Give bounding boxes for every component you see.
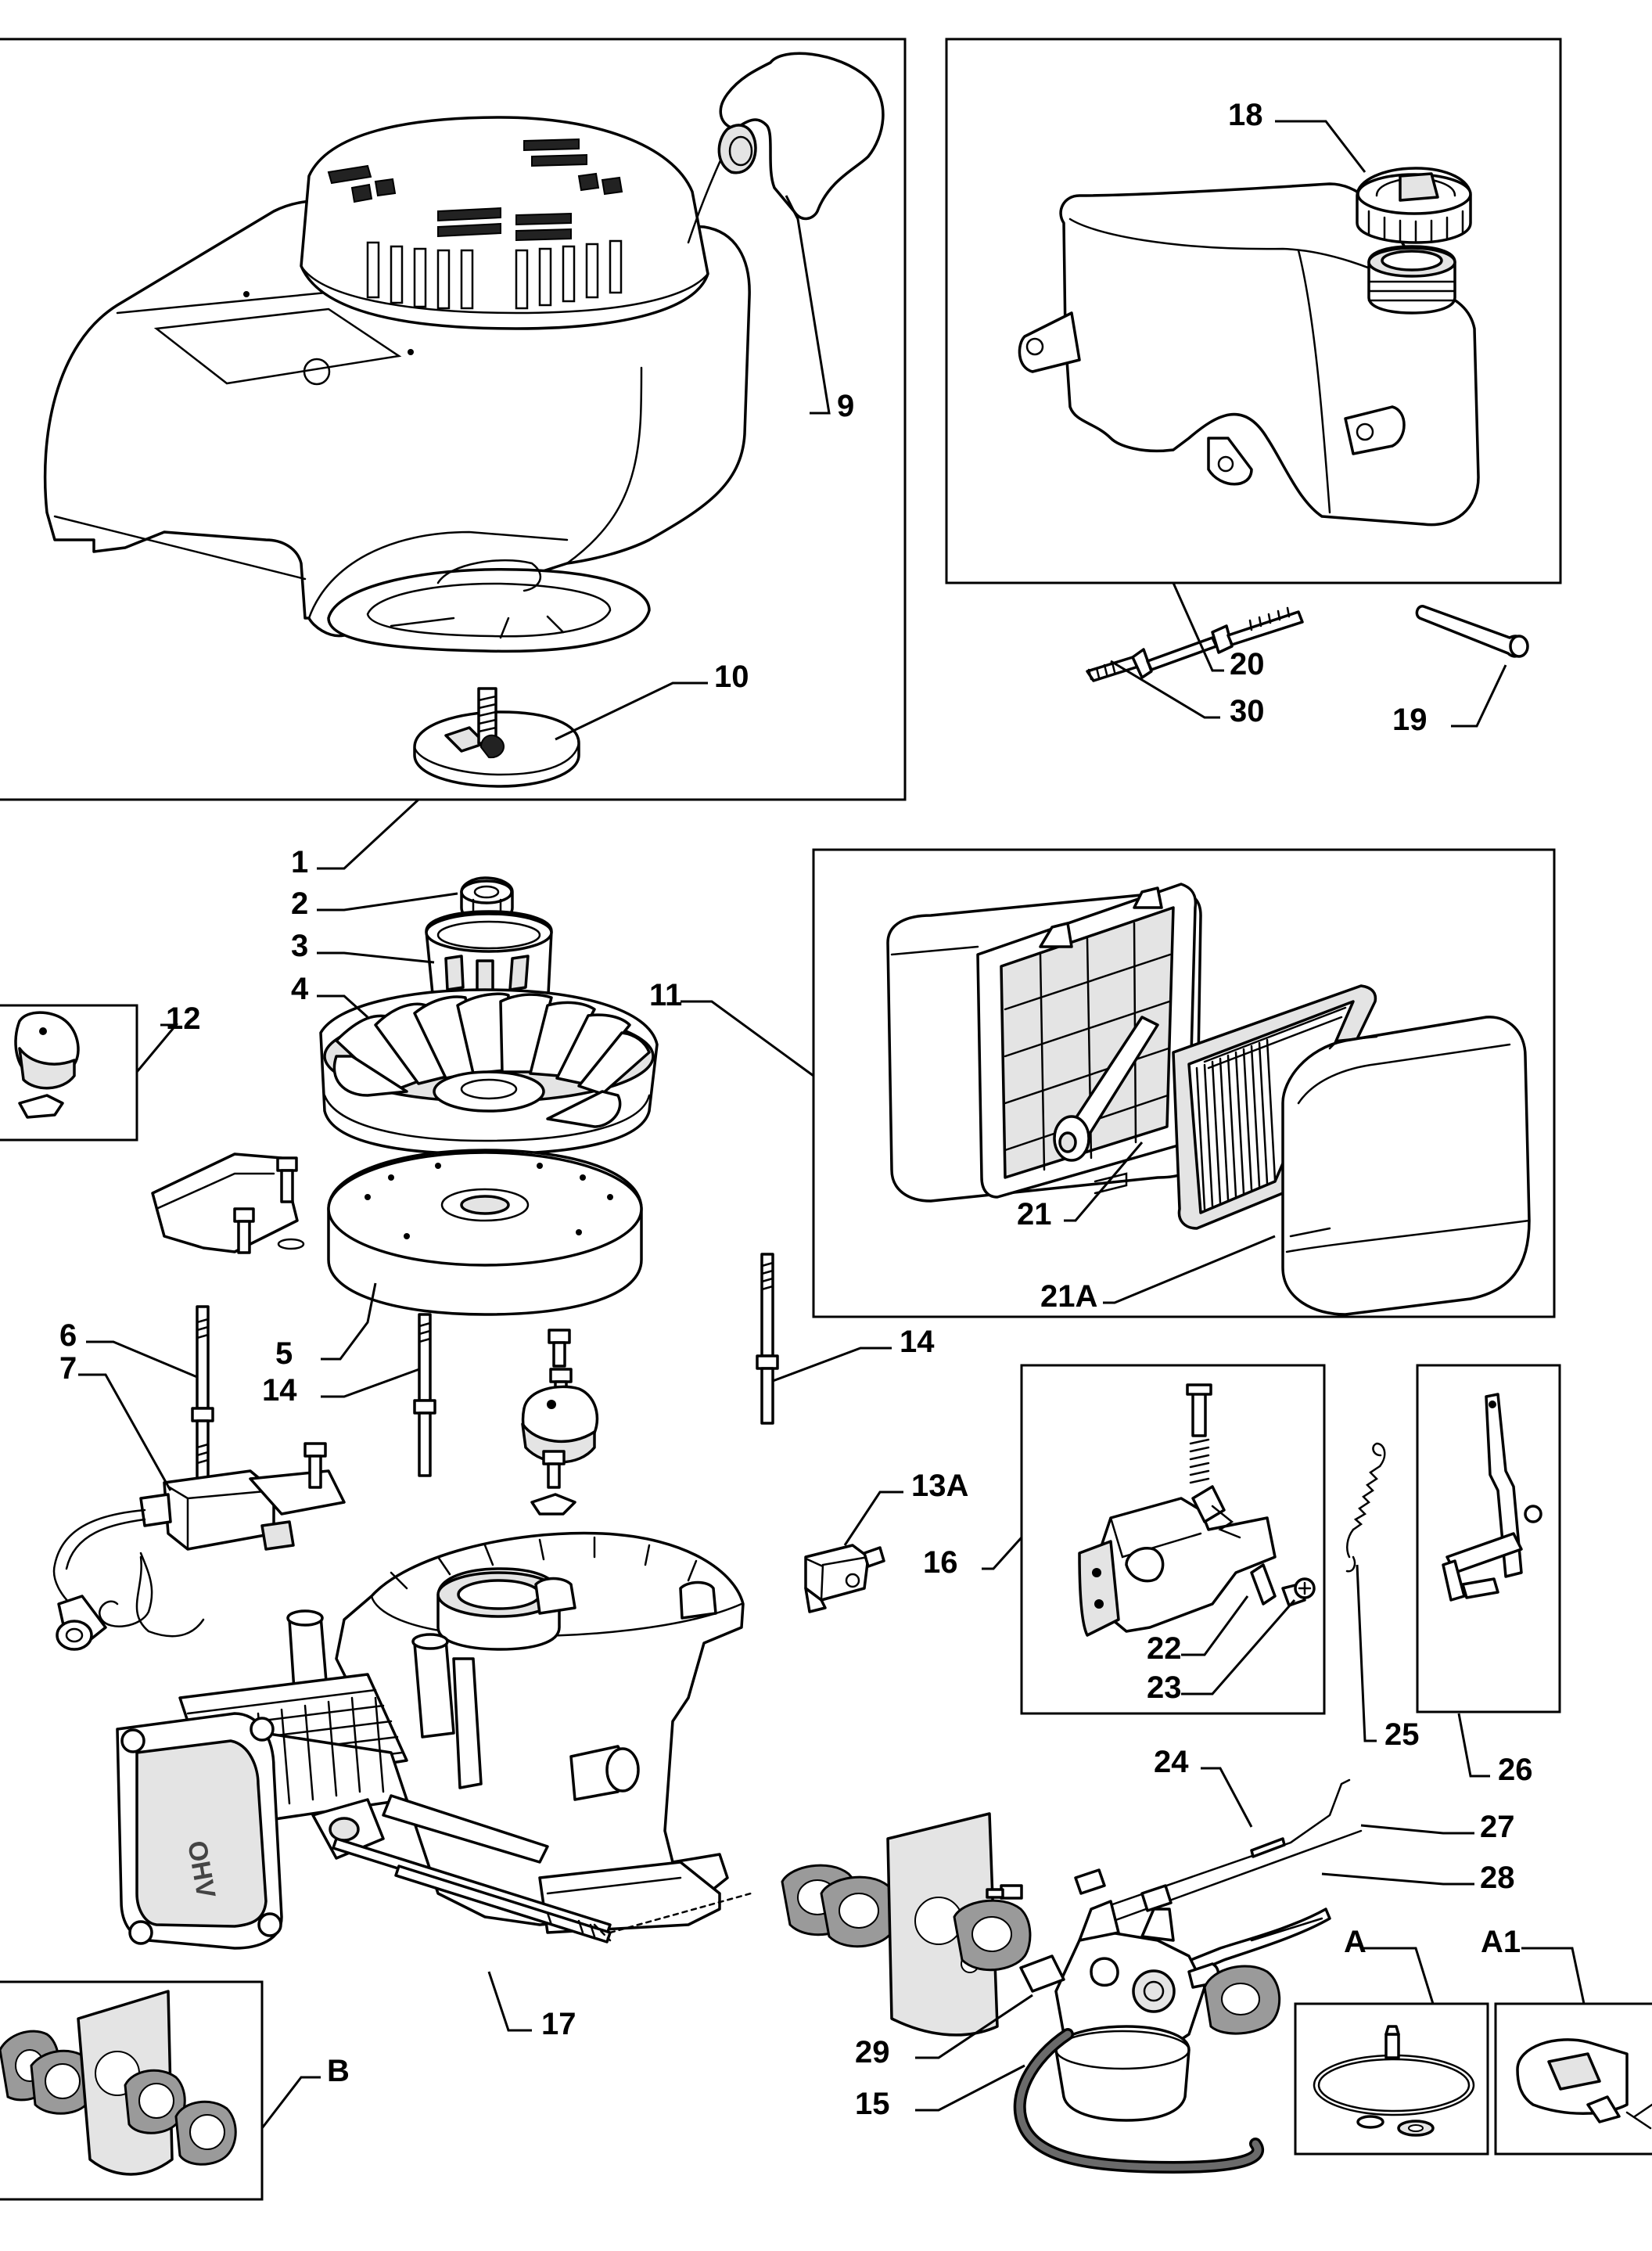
label-part-24: 24 xyxy=(1154,1745,1189,1779)
label-part-28: 28 xyxy=(1480,1861,1515,1895)
fuel-cap-part-18 xyxy=(1356,167,1472,244)
box-governor-bracket xyxy=(1020,1364,1326,1715)
brake-screw xyxy=(548,1329,571,1368)
label-part-10: 10 xyxy=(714,660,749,694)
label-part-9: 9 xyxy=(837,389,854,423)
stud-bolt-part-30 xyxy=(1086,606,1304,682)
leader-lines xyxy=(78,120,1586,2129)
box-fuel-tank xyxy=(945,38,1562,584)
label-part-11: 11 xyxy=(649,978,682,1012)
fuel-hose-part-15 xyxy=(1013,2028,1264,2174)
box-ignition-stop xyxy=(0,1004,138,1142)
kit-a1-bowl-parts xyxy=(1516,2038,1652,2130)
starter-cup-vents xyxy=(366,239,623,310)
stud-part-14-right xyxy=(756,1253,779,1425)
label-part-25: 25 xyxy=(1384,1717,1420,1752)
solenoid-part-13A xyxy=(804,1544,885,1613)
deflector-screw xyxy=(233,1207,255,1254)
pin-bolt-part-19 xyxy=(1415,605,1529,658)
deflector-screw xyxy=(276,1156,298,1203)
label-part-21A: 21A xyxy=(1040,1279,1097,1314)
group-boxes xyxy=(0,38,1652,2201)
kit-a-gasket-and-needle xyxy=(1313,2025,1475,2137)
label-kit-A: A xyxy=(1344,1925,1366,1959)
box-governor-lever xyxy=(1416,1364,1561,1713)
label-part-1: 1 xyxy=(291,845,308,879)
carburetor-part-29 xyxy=(1019,1868,1281,2122)
label-part-5: 5 xyxy=(275,1336,293,1371)
stud-part-6 xyxy=(191,1305,214,1501)
gasket-kit-b xyxy=(0,1990,237,2176)
fuel-tank-part-20 xyxy=(1018,182,1480,527)
brake-assembly xyxy=(521,1329,599,1516)
label-part-26: 26 xyxy=(1498,1753,1533,1787)
intake-gaskets xyxy=(781,1812,1032,2037)
carb-mount-screw xyxy=(986,1884,1023,1900)
label-part-4: 4 xyxy=(291,972,309,1006)
governor-bracket-part-16 xyxy=(1078,1383,1316,1637)
air-filter-housing-part-11 xyxy=(886,883,1202,1203)
label-part-14-left: 14 xyxy=(262,1373,297,1408)
box-recoil-starter xyxy=(0,38,907,801)
label-part-22: 22 xyxy=(1147,1631,1182,1666)
starter-pawl-part-10 xyxy=(413,687,580,788)
label-part-13A: 13A xyxy=(911,1469,968,1503)
part-labels: 1 2 3 4 5 6 7 9 10 11 12 13A 14 14 15 16… xyxy=(59,98,1533,2121)
label-part-16: 16 xyxy=(923,1545,958,1580)
label-part-20: 20 xyxy=(1230,647,1265,681)
blower-housing-part-9 xyxy=(43,52,885,653)
stud-part-14-left xyxy=(413,1313,436,1477)
label-part-30: 30 xyxy=(1230,694,1265,728)
label-part-23: 23 xyxy=(1147,1670,1182,1705)
fan-blades xyxy=(332,992,651,1128)
spring-part-25 xyxy=(1345,1442,1386,1573)
filter-pleats xyxy=(1195,1006,1347,1210)
long-studs-part-17 xyxy=(332,1794,752,1944)
ignition-coil-part-7 xyxy=(52,1442,346,1651)
cooling-fan-part-4 xyxy=(319,988,659,1156)
label-part-2: 2 xyxy=(291,886,308,921)
brake-screw xyxy=(542,1450,566,1489)
label-part-29: 29 xyxy=(855,2035,890,2069)
label-part-3: 3 xyxy=(291,929,308,963)
deflector-with-screws xyxy=(151,1152,305,1254)
box-kit-a xyxy=(1294,2002,1489,2156)
label-part-7: 7 xyxy=(59,1351,77,1386)
label-kit-B: B xyxy=(327,2054,350,2088)
flywheel-part-5 xyxy=(327,1149,643,1316)
label-part-6: 6 xyxy=(59,1318,77,1353)
box-air-filter xyxy=(812,848,1556,1318)
label-part-17: 17 xyxy=(541,2007,576,2041)
label-kit-A1: A1 xyxy=(1481,1925,1521,1959)
label-part-15: 15 xyxy=(855,2087,890,2121)
label-part-19: 19 xyxy=(1392,703,1428,737)
coil-screw xyxy=(303,1442,327,1489)
governor-lever-part-26 xyxy=(1442,1393,1542,1602)
label-part-12: 12 xyxy=(166,1001,201,1036)
stop-switch-part-12 xyxy=(14,1011,80,1119)
label-part-21: 21 xyxy=(1017,1197,1052,1232)
label-part-18: 18 xyxy=(1228,98,1263,132)
label-part-14-right: 14 xyxy=(900,1325,935,1359)
box-gasket-kit-b xyxy=(0,1980,264,2201)
box-kit-a1 xyxy=(1494,2002,1652,2156)
label-part-27: 27 xyxy=(1480,1810,1515,1844)
air-filter-cover-part-21A xyxy=(1281,1016,1531,1316)
